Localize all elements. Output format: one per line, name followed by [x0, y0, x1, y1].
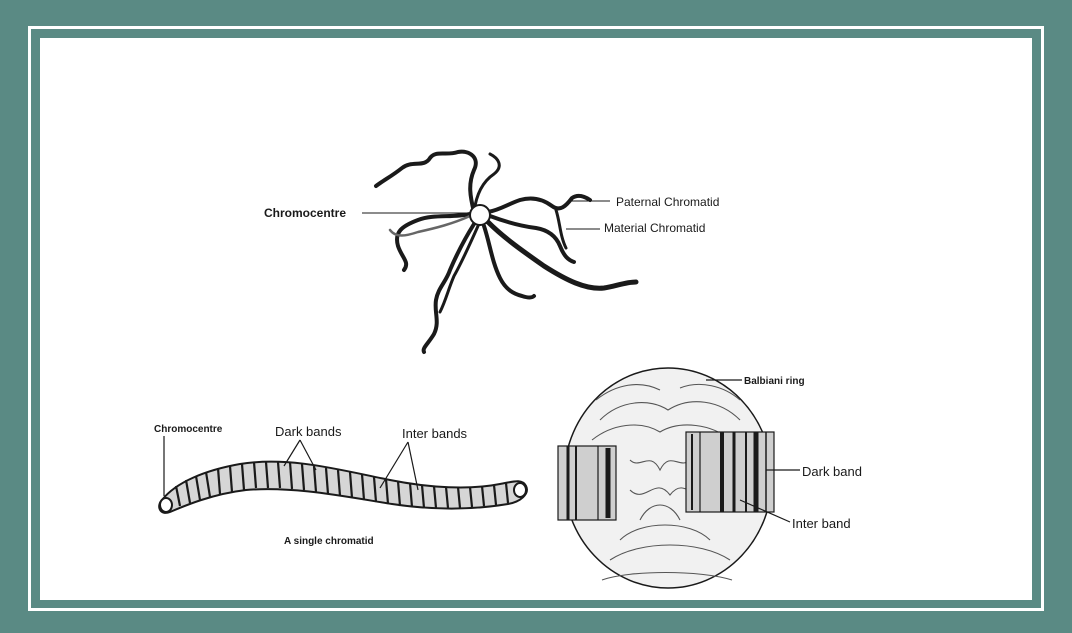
chromatid-arm: [488, 196, 590, 212]
label-dark-bands: Dark bands: [275, 424, 342, 439]
label-inter-bands: Inter bands: [402, 426, 468, 441]
caption-single-chromatid: A single chromatid: [284, 536, 374, 547]
label-paternal-chromatid: Paternal Chromatid: [616, 195, 719, 209]
label-maternal-chromatid: Material Chromatid: [604, 221, 705, 235]
balbiani-ring: [558, 368, 774, 588]
label-chromocentre-chromatid: Chromocentre: [154, 424, 223, 435]
label-inter-band: Inter band: [792, 516, 851, 531]
chromatid-arm: [484, 226, 534, 298]
chromocentre-star: [376, 152, 636, 352]
chromatid-arm: [397, 214, 470, 270]
label-chromocentre-star: Chromocentre: [264, 206, 346, 220]
chromatid-arm: [376, 152, 476, 212]
chromosome-segment-right: [686, 432, 774, 512]
label-balbiani-ring: Balbiani ring: [744, 376, 805, 387]
chromatid-end: [514, 483, 526, 497]
label-dark-band: Dark band: [802, 464, 862, 479]
chromocentre-circle: [470, 205, 490, 225]
single-chromatid: [159, 462, 527, 513]
chromatid-end: [160, 498, 172, 512]
chromatid-arm: [440, 226, 478, 312]
